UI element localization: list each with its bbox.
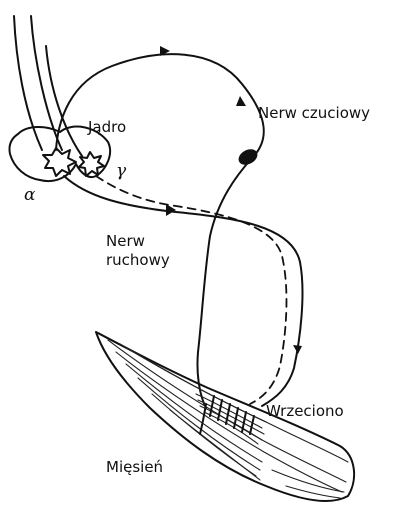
label-alpha: α	[24, 185, 36, 205]
descending-fibers	[14, 16, 82, 156]
label-nucleus: Jądro	[87, 118, 126, 136]
label-sensory-nerve: Nerw czuciowy	[258, 104, 370, 122]
label-muscle: Mięsień	[106, 458, 163, 476]
motor-nerve-gamma	[96, 176, 286, 404]
sensory-arrow-side	[236, 96, 246, 106]
label-gamma: γ	[116, 161, 127, 181]
sensory-ganglion	[236, 146, 260, 168]
label-motor-nerve-1: Nerw	[106, 232, 145, 250]
label-motor-nerve-2: ruchowy	[106, 251, 170, 269]
label-spindle: Wrzeciono	[266, 402, 344, 420]
sensory-nerve-path	[56, 54, 264, 408]
motor-nerve-alpha	[64, 176, 302, 406]
